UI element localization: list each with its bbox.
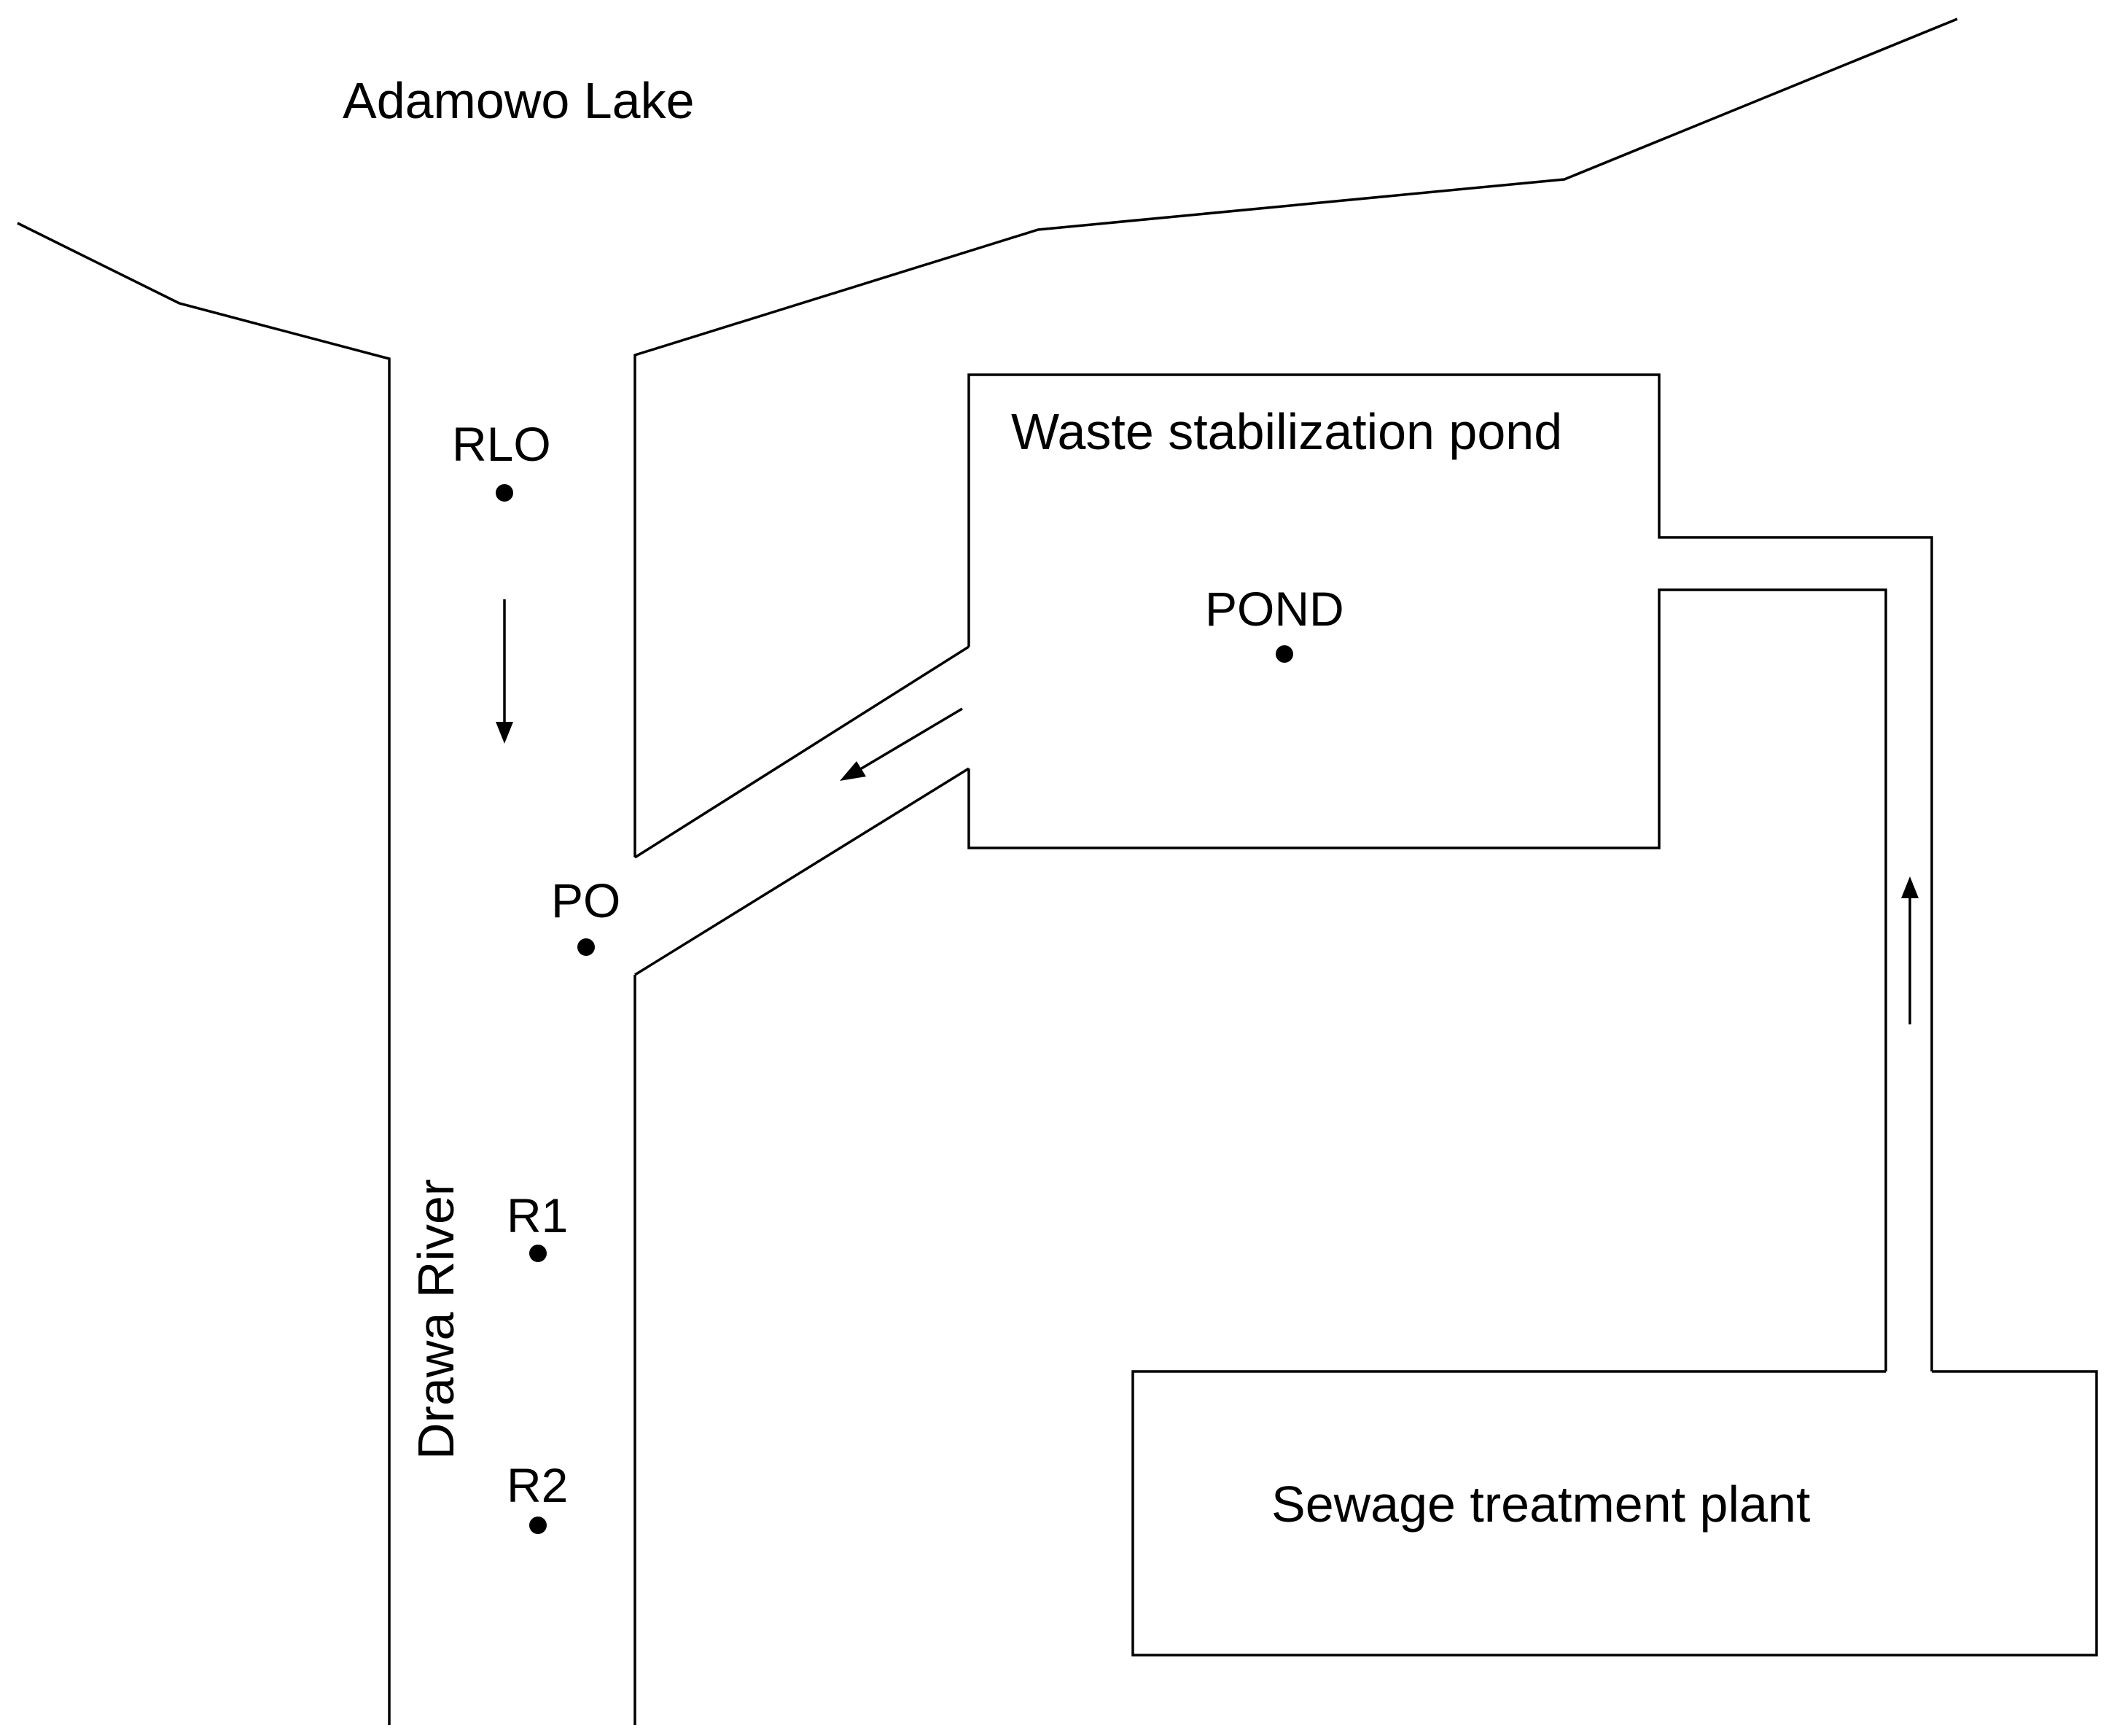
pond-box-label: Waste stabilization pond	[1011, 403, 1562, 460]
river-left-bank	[17, 222, 391, 1725]
outflow-channel-upper-edge	[634, 645, 970, 859]
sampling-point-rlo-marker	[496, 484, 513, 502]
sampling-point-r2-label: R2	[507, 1458, 568, 1512]
sampling-point-po-marker	[577, 938, 595, 956]
inflow-arrow	[1901, 876, 1919, 1024]
sampling-point-pond-label: POND	[1205, 582, 1344, 636]
sampling-point-r2-marker	[529, 1517, 547, 1534]
lake-label: Adamowo Lake	[343, 72, 695, 129]
sampling-point-pond-marker	[1276, 645, 1293, 663]
river-label: Drawa River	[407, 1179, 464, 1460]
sampling-point-po-label: PO	[551, 873, 620, 927]
pond-outline	[967, 373, 1933, 1371]
sampling-point-r1-label: R1	[507, 1188, 568, 1242]
sampling-point-rlo-label: RLO	[452, 417, 551, 471]
river-flow-arrow	[496, 599, 513, 744]
plant-box	[1131, 1370, 2098, 1657]
outflow-arrow	[840, 707, 963, 781]
pond-outline-lower	[967, 588, 1887, 1371]
outflow-channel-lower-edge	[634, 767, 970, 976]
plant-box-label: Sewage treatment plant	[1271, 1476, 1810, 1533]
sampling-point-r1-marker	[529, 1245, 547, 1262]
lake-shoreline-right	[633, 17, 1958, 857]
